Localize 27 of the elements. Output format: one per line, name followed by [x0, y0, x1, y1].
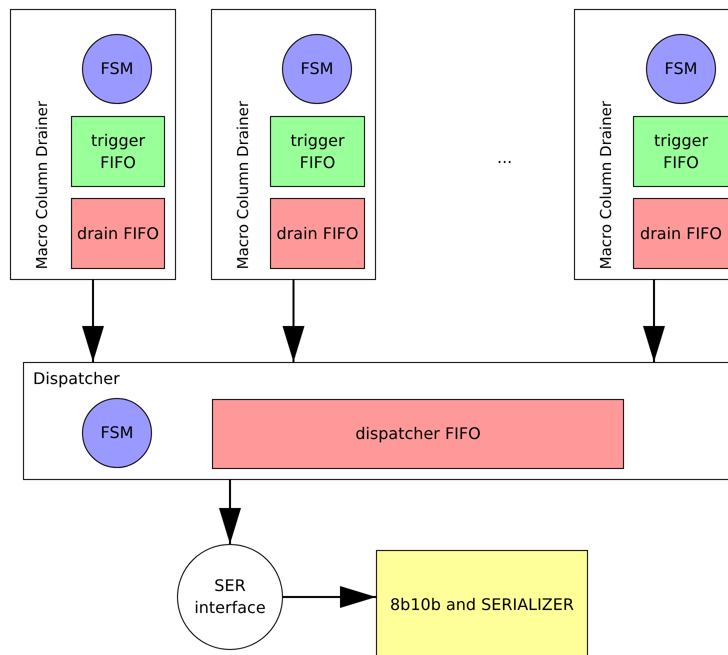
- group-title: Macro Column Drainer: [32, 100, 52, 269]
- ellipsis-text: ...: [497, 148, 512, 167]
- fifo-box: dispatcher FIFO: [212, 399, 624, 469]
- interface-circle: SER interface: [177, 544, 283, 650]
- arrow: [282, 280, 304, 362]
- group-title: Macro Column Drainer: [596, 100, 616, 269]
- group-box: [10, 9, 176, 280]
- state-circle: FSM: [82, 34, 152, 104]
- group-box: [574, 9, 728, 280]
- group-title: Dispatcher: [33, 368, 120, 390]
- arrow: [283, 586, 376, 608]
- fifo-box: trigger FIFO: [270, 116, 365, 187]
- arrow: [643, 280, 665, 362]
- state-circle: FSM: [646, 34, 716, 104]
- arrow: [219, 480, 241, 544]
- state-circle: FSM: [282, 34, 352, 104]
- group-box: [211, 9, 376, 280]
- fifo-box: 8b10b and SERIALIZER: [376, 550, 588, 655]
- fifo-box: drain FIFO: [71, 198, 165, 269]
- group-box: [23, 362, 728, 480]
- group-title: Macro Column Drainer: [233, 100, 253, 269]
- fifo-box: trigger FIFO: [633, 116, 728, 187]
- fifo-box: trigger FIFO: [71, 116, 165, 187]
- fifo-box: drain FIFO: [633, 198, 728, 269]
- arrow: [82, 280, 104, 362]
- state-circle: FSM: [82, 398, 152, 468]
- fifo-box: drain FIFO: [270, 198, 365, 269]
